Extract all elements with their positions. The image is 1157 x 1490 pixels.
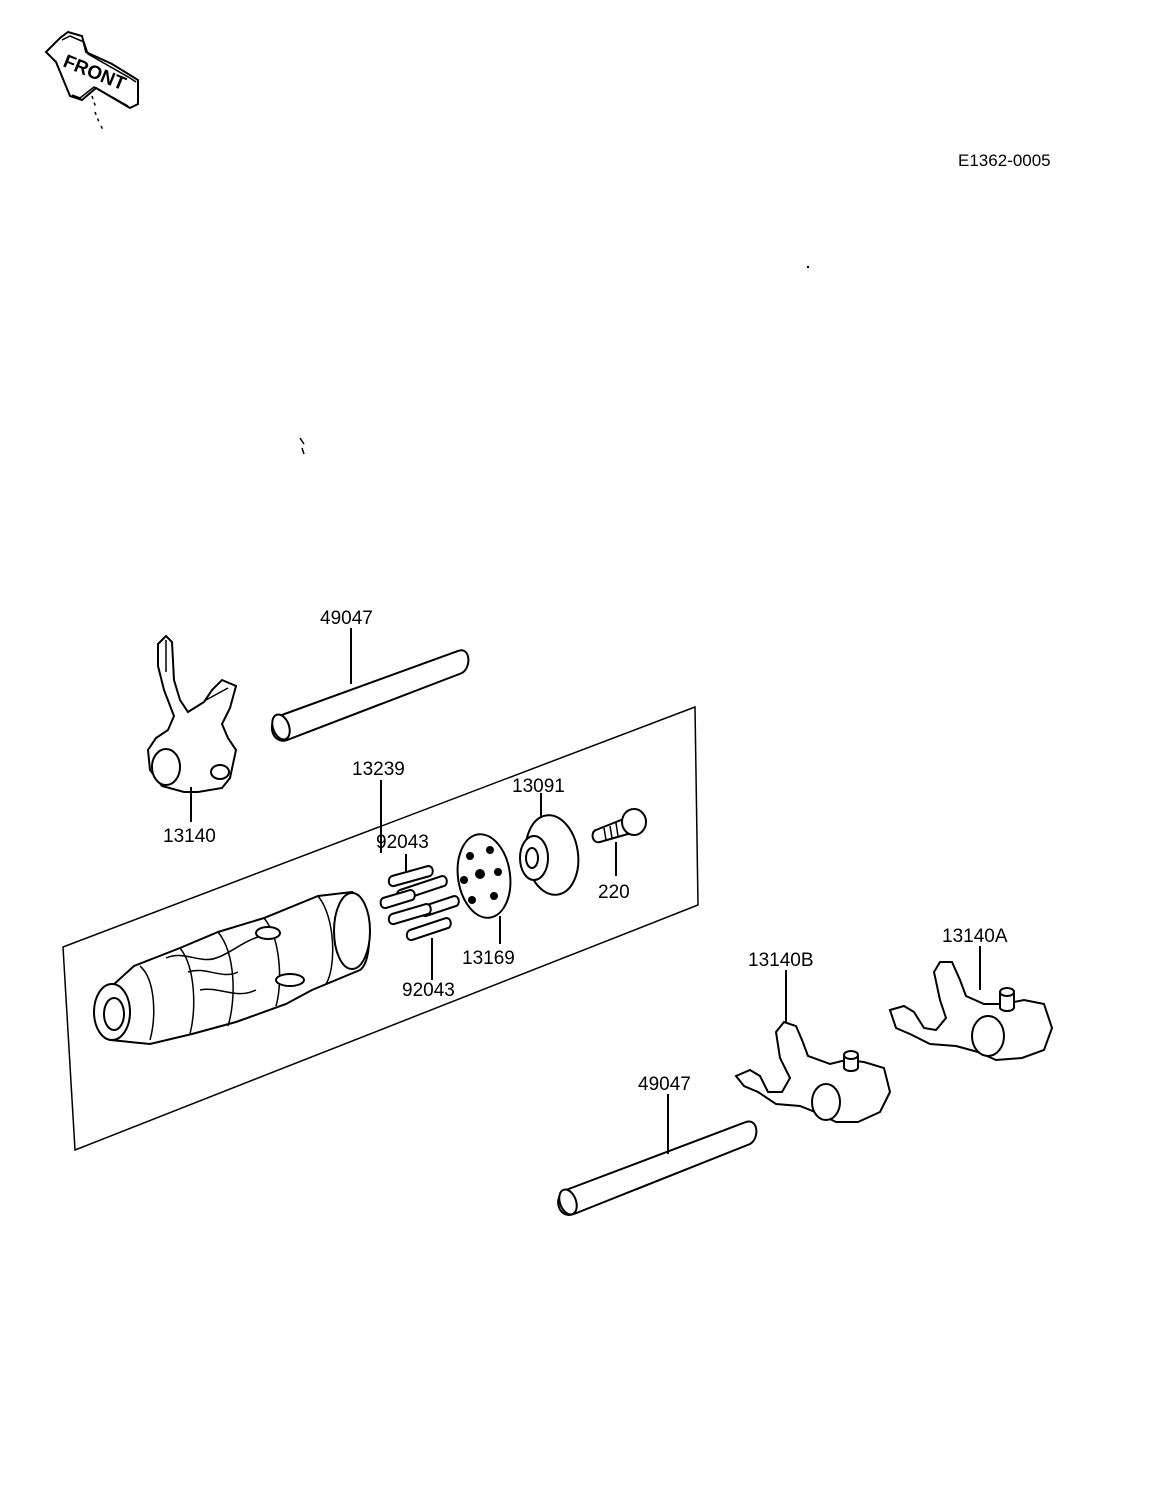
label-bolt: 220 bbox=[598, 882, 630, 903]
drum-cover bbox=[519, 814, 580, 896]
label-drum-cover: 13091 bbox=[512, 776, 565, 797]
label-fork-a: 13140A bbox=[942, 926, 1008, 947]
label-fork-left: 13140 bbox=[163, 826, 216, 847]
front-arrow-icon: FRONT bbox=[44, 30, 139, 131]
shift-drum bbox=[93, 890, 371, 1046]
shift-fork-left bbox=[146, 634, 238, 793]
fork-shaft-bottom bbox=[557, 1120, 758, 1216]
shift-fork-b bbox=[734, 1020, 892, 1123]
label-pins-upper: 92043 bbox=[376, 832, 429, 853]
speck bbox=[806, 265, 810, 269]
bolt bbox=[591, 808, 647, 844]
stray-mark bbox=[299, 437, 305, 455]
diagram-code: E1362-0005 bbox=[958, 151, 1051, 170]
pin-plate bbox=[456, 833, 512, 919]
dowel-pins bbox=[379, 864, 460, 942]
drum-assembly-frame bbox=[62, 705, 699, 1152]
shift-fork-a bbox=[888, 961, 1054, 1062]
label-pins-lower: 92043 bbox=[402, 980, 455, 1001]
label-drum-assembly: 13239 bbox=[352, 759, 405, 780]
label-fork-b: 13140B bbox=[748, 950, 814, 971]
fork-shaft-top bbox=[270, 649, 470, 742]
label-pin-plate: 13169 bbox=[462, 948, 515, 969]
label-fork-shaft-bottom: 49047 bbox=[638, 1074, 691, 1095]
label-fork-shaft-top: 49047 bbox=[320, 608, 373, 629]
